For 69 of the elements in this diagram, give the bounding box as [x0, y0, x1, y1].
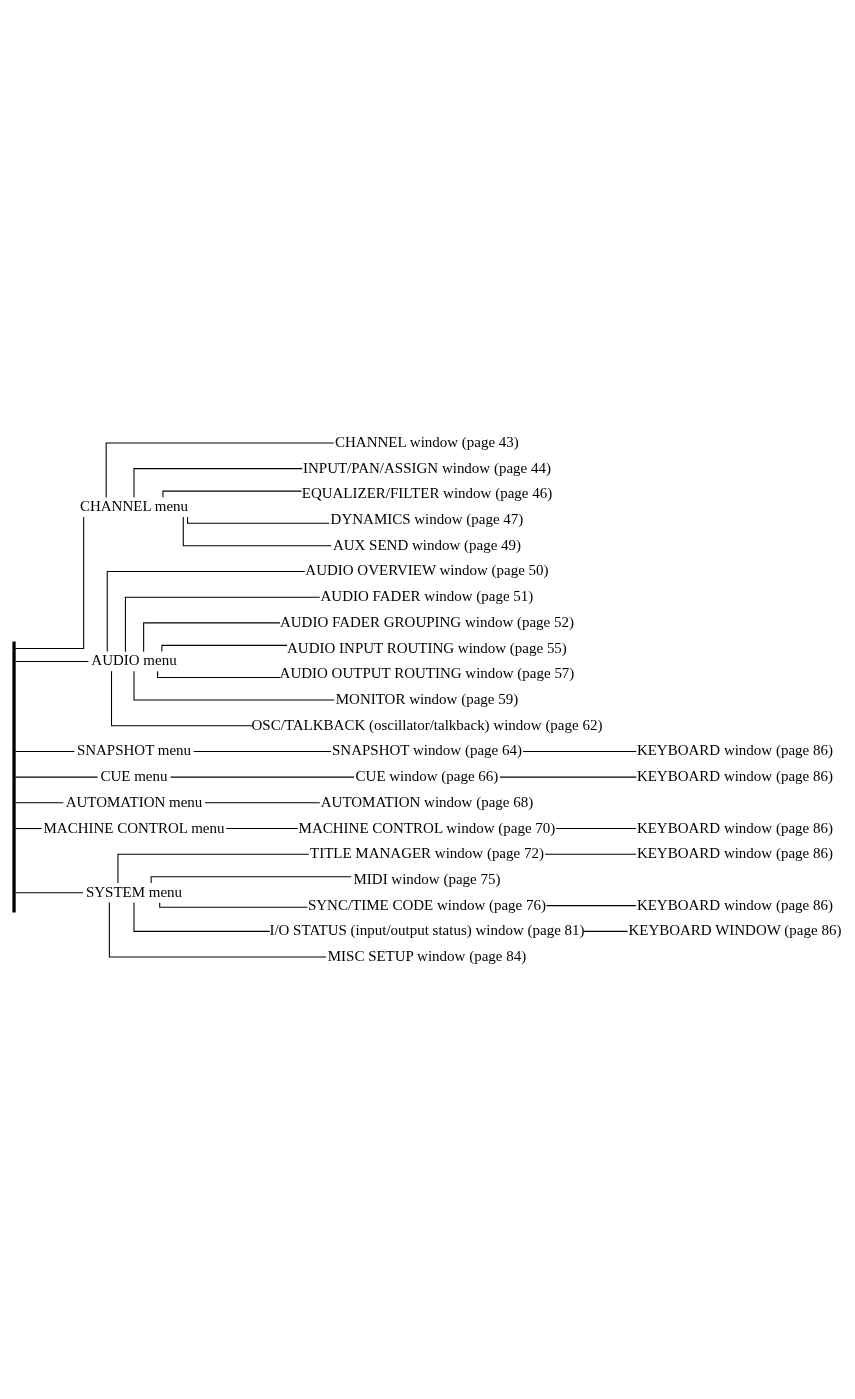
connector	[522, 750, 637, 752]
node-text: SYSTEM menu	[85, 883, 183, 900]
connector	[499, 776, 637, 778]
connector	[117, 853, 310, 884]
connector	[157, 670, 281, 678]
connector	[204, 801, 321, 803]
connector	[106, 570, 306, 652]
connector	[544, 853, 637, 855]
connector	[105, 441, 335, 498]
node-text: KEYBOARD window (page 86)	[636, 819, 833, 835]
connector	[133, 670, 335, 701]
connector	[583, 930, 629, 932]
node-text: AUTOMATION menu	[65, 793, 203, 810]
connector	[133, 467, 303, 498]
connector	[159, 901, 308, 908]
node-text: CUE window (page 66)	[355, 767, 499, 784]
node-text: CHANNEL window (page 43)	[335, 433, 519, 450]
connector	[545, 904, 637, 906]
connector	[14, 801, 64, 803]
connector	[14, 827, 43, 829]
connector	[225, 827, 299, 829]
connector	[162, 490, 303, 498]
node-text: AUDIO FADER window (page 51)	[320, 587, 534, 604]
connector	[110, 670, 254, 726]
connector	[14, 660, 89, 662]
node-text: CHANNEL menu	[79, 497, 189, 514]
connector	[14, 750, 75, 752]
node-text: AUDIO menu	[91, 651, 177, 668]
node-text: CUE menu	[100, 767, 168, 784]
node-text: AUDIO FADER GROUPING window (page 52)	[279, 613, 574, 630]
node-text: KEYBOARD window (page 86)	[636, 844, 833, 861]
connector	[182, 515, 332, 546]
node-text: MONITOR window (page 59)	[335, 690, 519, 707]
node-text: OSC/TALKBACK (oscillator/talkback) window (page 62)	[251, 716, 603, 733]
connector	[14, 776, 99, 778]
node-text: AUDIO OUTPUT ROUTING window (page 57)	[279, 664, 575, 681]
node-text: SNAPSHOT window (page 64)	[331, 741, 522, 758]
connector	[14, 515, 85, 649]
node-text: KEYBOARD window (page 86)	[636, 896, 833, 913]
connector	[124, 596, 321, 652]
connector	[14, 891, 84, 893]
node-text: INPUT/PAN/ASSIGN window (page 44)	[303, 459, 551, 476]
node-text: EQUALIZER/FILTER window (page 46)	[301, 484, 553, 501]
node-text: MACHINE CONTROL menu	[43, 819, 225, 835]
connector	[193, 750, 332, 752]
node-text: MISC SETUP window (page 84)	[327, 947, 527, 964]
node-text: DYNAMICS window (page 47)	[330, 510, 524, 527]
node-text: AUTOMATION window (page 68)	[320, 793, 534, 810]
connector	[150, 875, 352, 883]
node-text: KEYBOARD WINDOW (page 86)	[628, 921, 842, 938]
node-text: KEYBOARD window (page 86)	[636, 741, 833, 758]
connector	[555, 827, 637, 829]
node-text: AUDIO INPUT ROUTING window (page 55)	[287, 639, 567, 656]
connector	[143, 621, 281, 652]
connector	[187, 516, 330, 524]
node-text: AUDIO OVERVIEW window (page 50)	[305, 561, 549, 578]
node-text: SNAPSHOT menu	[76, 741, 192, 758]
connector	[108, 901, 327, 958]
node-text: KEYBOARD window (page 86)	[636, 767, 833, 784]
connector	[161, 644, 288, 652]
node-text: TITLE MANAGER window (page 72)	[310, 844, 544, 861]
node-text: MACHINE CONTROL window (page 70)	[298, 819, 556, 835]
connector	[133, 901, 271, 932]
node-text: MIDI window (page 75)	[353, 870, 501, 887]
node-text: SYNC/TIME CODE window (page 76)	[307, 896, 546, 913]
node-text: AUX SEND window (page 49)	[332, 536, 522, 553]
node-text: I/O STATUS (input/output status) window (page 81)	[269, 921, 585, 938]
connector	[170, 776, 355, 778]
node-bar	[12, 641, 16, 913]
